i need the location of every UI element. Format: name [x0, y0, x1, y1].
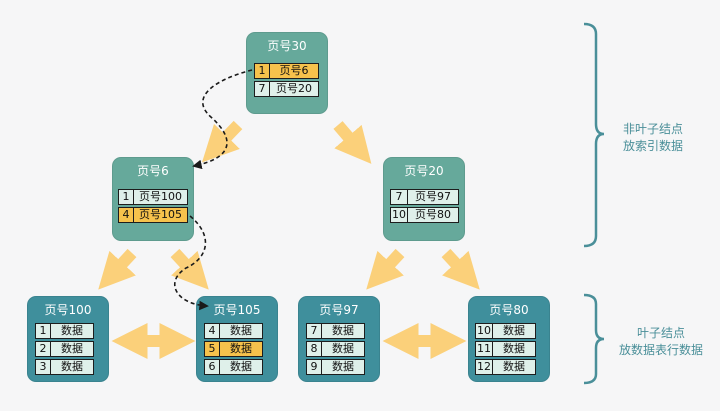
leaf-page105-row-3-data: 数据 — [219, 359, 263, 375]
page6-entry-1-key: 1 — [118, 189, 134, 205]
page20-entry-1: 7 页号97 — [390, 189, 459, 205]
search-path-root-to-page6 — [192, 69, 253, 170]
leaf-page100-node: 页号100 1 数据 2 数据 3 数据 — [27, 296, 109, 382]
leaf-brace — [583, 293, 605, 385]
leaf-page80-row-1-data: 数据 — [492, 323, 536, 339]
leaf-page80-row-2: 11 数据 — [475, 341, 536, 357]
page20-entry-1-key: 7 — [390, 189, 408, 205]
leaf-page97-row-2-data: 数据 — [321, 341, 365, 357]
leaf-page100-row-1-key: 1 — [35, 323, 51, 339]
root-node-title: 页号30 — [267, 39, 307, 53]
root-entry-2-key: 7 — [254, 81, 270, 97]
page20-entry-2-pointer: 页号80 — [407, 207, 459, 223]
leaf-page100-row-2-data: 数据 — [50, 341, 94, 357]
page6-entry-2-pointer: 页号105 — [133, 207, 188, 223]
leaf-page97-row-3-key: 9 — [306, 359, 322, 375]
leaf-page105-row-3: 6 数据 — [204, 359, 263, 375]
page20-entry-2-key: 10 — [390, 207, 408, 223]
leaf-page97-row-1-key: 7 — [306, 323, 322, 339]
page6-to-page100-arrow — [98, 248, 137, 290]
leaf-page105-row-3-key: 6 — [204, 359, 220, 375]
leaf-page100-row-1-data: 数据 — [50, 323, 94, 339]
page20-entry-2: 10 页号80 — [390, 207, 459, 223]
root-entry-1-pointer: 页号6 — [269, 63, 319, 79]
page20-to-page80-arrow — [441, 248, 480, 290]
leaf-page97-row-3: 9 数据 — [306, 359, 365, 375]
leaf-page105-row-1: 4 数据 — [204, 323, 263, 339]
leaf-page100-title: 页号100 — [44, 303, 92, 317]
leaf-page80-row-3-data: 数据 — [492, 359, 536, 375]
leaf-page80-title: 页号80 — [489, 303, 529, 317]
leaf-label-line1: 叶子结点 — [636, 326, 685, 340]
non-leaf-label-line2: 放索引数据 — [622, 139, 683, 153]
page20-node-title: 页号20 — [404, 164, 444, 178]
leaf-page105-row-1-data: 数据 — [219, 323, 263, 339]
leaf-page97-row-3-data: 数据 — [321, 359, 365, 375]
leaf-page80-row-3-key: 12 — [475, 359, 493, 375]
leaf-page105-title: 页号105 — [213, 303, 261, 317]
leaf-page105-row-1-key: 4 — [204, 323, 220, 339]
root-entry-2: 7 页号20 — [254, 81, 319, 97]
leaf-page100-row-1: 1 数据 — [35, 323, 94, 339]
page20-to-page97-arrow — [366, 248, 405, 290]
leaf-page97-row-2: 8 数据 — [306, 341, 365, 357]
non-leaf-label-line1: 非叶子结点 — [622, 122, 683, 136]
root-to-page20-arrow — [333, 121, 372, 164]
leaf-page80-node: 页号80 10 数据 11 数据 12 数据 — [468, 296, 550, 382]
leaf-page80-row-1: 10 数据 — [475, 323, 536, 339]
leaf-page105-row-2-data: 数据 — [219, 341, 263, 357]
non-leaf-label: 非叶子结点 放索引数据 — [613, 121, 693, 155]
leaf-page80-row-3: 12 数据 — [475, 359, 536, 375]
root-entry-1: 1 页号6 — [254, 63, 319, 79]
page6-entry-2-key: 4 — [118, 207, 134, 223]
page6-entry-1: 1 页号100 — [118, 189, 188, 205]
page6-to-page105-arrow — [170, 248, 209, 290]
root-to-page6-arrow — [202, 120, 243, 163]
leaf-label: 叶子结点 放数据表行数据 — [605, 325, 717, 359]
leaf-page97-title: 页号97 — [319, 303, 359, 317]
non-leaf-brace — [583, 22, 605, 248]
leaf-page80-row-1-key: 10 — [475, 323, 493, 339]
leaf-page105-row-2-key: 5 — [204, 341, 220, 357]
leaf-page97-row-1-data: 数据 — [321, 323, 365, 339]
page20-node: 页号20 7 页号97 10 页号80 — [383, 157, 465, 241]
leaf-page100-row-2-key: 2 — [35, 341, 51, 357]
root-entry-1-key: 1 — [254, 63, 270, 79]
page6-entry-1-pointer: 页号100 — [133, 189, 188, 205]
leaf-page100-row-3-data: 数据 — [50, 359, 94, 375]
page6-node-title: 页号6 — [137, 164, 169, 178]
leaf-page100-row-2: 2 数据 — [35, 341, 94, 357]
leaf-page97-row-1: 7 数据 — [306, 323, 365, 339]
leaf-page97-node: 页号97 7 数据 8 数据 9 数据 — [298, 296, 380, 382]
leaf-page100-row-3-key: 3 — [35, 359, 51, 375]
leaf-page105-node: 页号105 4 数据 5 数据 6 数据 — [196, 296, 278, 382]
leaf-page80-row-2-key: 11 — [475, 341, 493, 357]
leaf-label-line2: 放数据表行数据 — [618, 343, 703, 357]
leaf-page105-row-2: 5 数据 — [204, 341, 263, 357]
leaf-page80-row-2-data: 数据 — [492, 341, 536, 357]
leaf-page100-row-3: 3 数据 — [35, 359, 94, 375]
root-node: 页号30 1 页号6 7 页号20 — [246, 32, 328, 114]
root-entry-2-pointer: 页号20 — [269, 81, 319, 97]
page6-node: 页号6 1 页号100 4 页号105 — [112, 157, 194, 241]
page20-entry-1-pointer: 页号97 — [407, 189, 459, 205]
page6-entry-2: 4 页号105 — [118, 207, 188, 223]
leaf-page97-row-2-key: 8 — [306, 341, 322, 357]
